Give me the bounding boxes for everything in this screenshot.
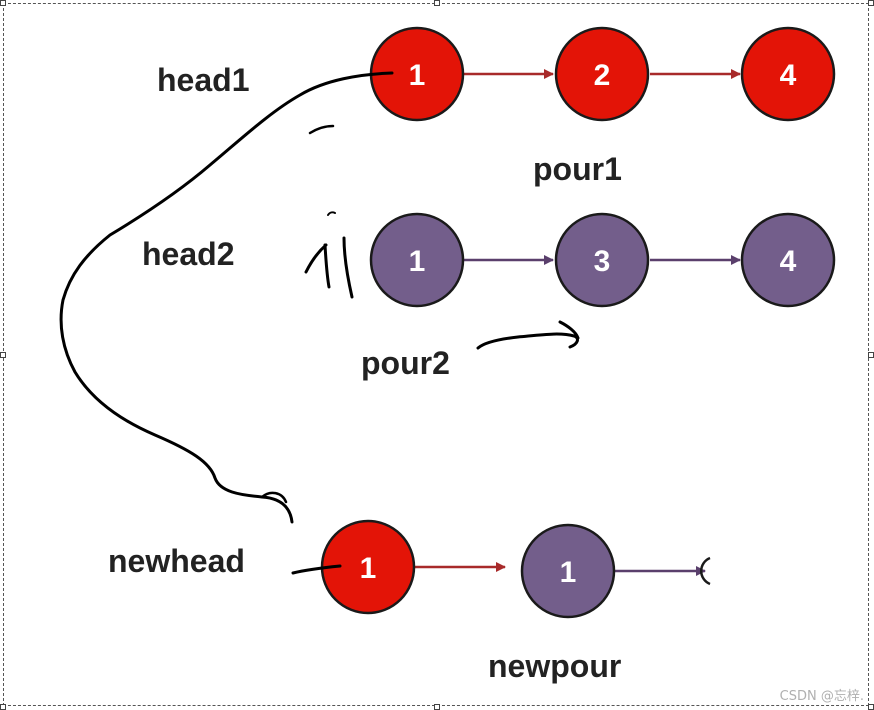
ink-mark-head2	[304, 236, 354, 299]
node-value: 1	[360, 552, 377, 585]
label-pour1: pour1	[533, 151, 622, 187]
ink-curve-head1-to-newhead	[59, 71, 394, 524]
list1-node-2: 2	[554, 26, 650, 122]
node-value: 4	[780, 245, 797, 278]
label-newpour: newpour	[488, 648, 622, 684]
label-head2: head2	[142, 236, 235, 272]
ink-curve-tail-hook	[260, 491, 288, 504]
resize-handle-middle-left[interactable]	[0, 352, 6, 358]
ink-dash-near-head1	[308, 124, 335, 135]
merged-node-2: 1	[520, 523, 616, 619]
label-newhead: newhead	[108, 543, 245, 579]
list2-node-2: 3	[554, 212, 650, 308]
node-value: 3	[594, 245, 611, 278]
ink-arrow-newhead	[291, 564, 342, 575]
watermark: CSDN @忘梓.	[779, 689, 864, 704]
resize-handle-top-left[interactable]	[0, 0, 6, 6]
clipped-next-node	[700, 556, 711, 586]
ink-tick-head2	[327, 211, 336, 216]
list1-node-3: 4	[740, 26, 836, 122]
node-value: 4	[780, 59, 797, 92]
node-value: 2	[594, 59, 611, 92]
ink-arrow-pour2	[476, 320, 580, 350]
list1-node-1: 1	[369, 26, 465, 122]
list2-node-3: 4	[740, 212, 836, 308]
node-value: 1	[409, 59, 426, 92]
node-value: 1	[409, 245, 426, 278]
label-pour2: pour2	[361, 345, 450, 381]
node-value: 1	[560, 556, 577, 589]
label-head1: head1	[157, 62, 250, 98]
resize-handle-top-center[interactable]	[434, 0, 440, 6]
list2-node-1: 1	[369, 212, 465, 308]
